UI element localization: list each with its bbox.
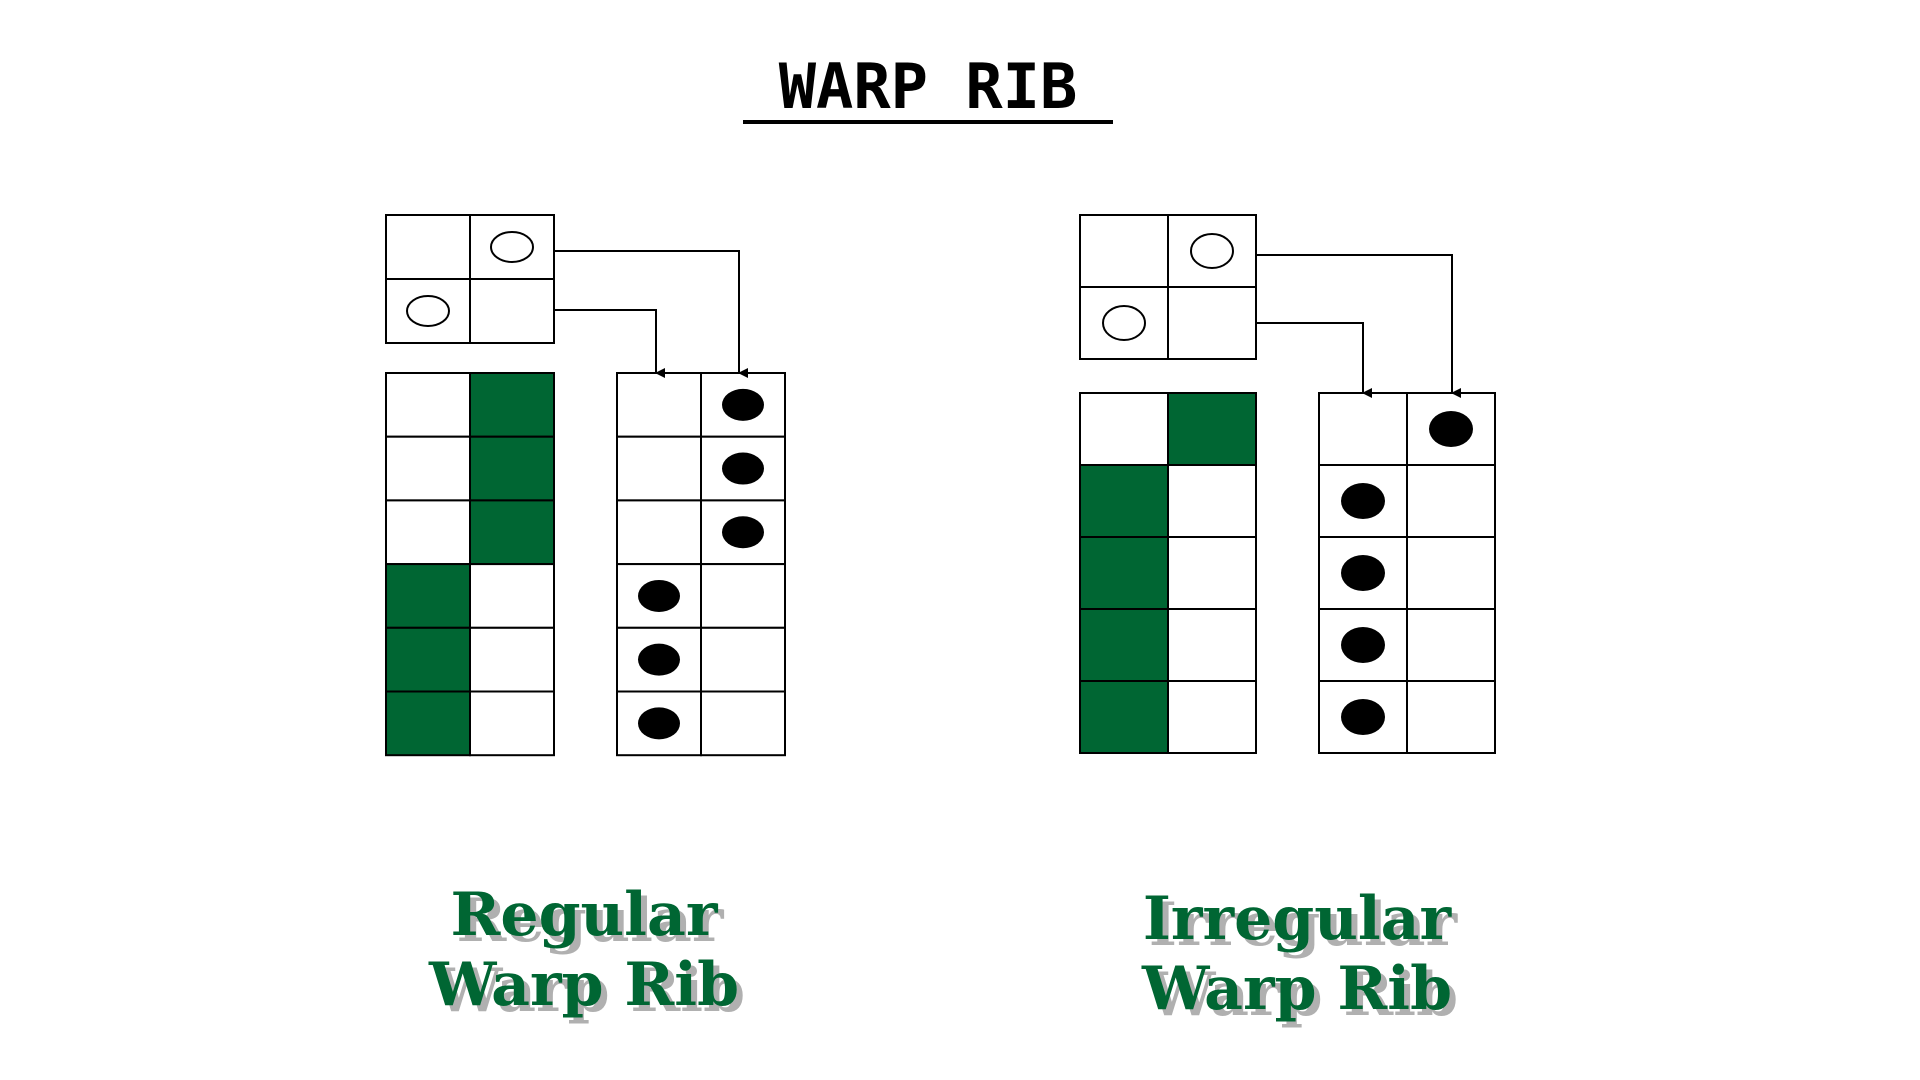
irregular-weave-cell	[1079, 608, 1169, 682]
regular-caption: Regular Regular Warp Rib Warp Rib	[428, 880, 745, 1026]
irregular-weave-cell	[1167, 392, 1257, 466]
irregular-repeat-open-circle	[1102, 305, 1146, 341]
regular-caption-line1-shadow: Regular	[457, 886, 725, 956]
regular-draft-filled-dot	[638, 643, 680, 676]
regular-weave-cell	[385, 372, 471, 438]
irregular-caption: Irregular Irregular Warp Rib Warp Rib	[1141, 884, 1459, 1030]
regular-draft-filled-dot	[722, 516, 764, 549]
regular-draft-cell	[616, 372, 702, 438]
regular-weave-cell	[385, 690, 471, 757]
regular-arrow-upper	[554, 250, 748, 378]
irregular-repeat-grid	[1079, 214, 1257, 360]
regular-repeat-cell	[469, 278, 555, 344]
regular-repeat-grid	[385, 214, 555, 344]
regular-draft-filled-dot	[638, 579, 680, 612]
irregular-repeat-cell	[1167, 286, 1257, 360]
irregular-draft-filled-dot	[1341, 699, 1385, 735]
irregular-repeat-cell	[1079, 214, 1169, 288]
regular-caption-line2-shadow: Warp Rib	[434, 956, 745, 1026]
regular-repeat-open-circle	[406, 295, 450, 327]
regular-weave-cell	[385, 626, 471, 693]
regular-weave-cell	[385, 563, 471, 629]
regular-draft-filled-dot	[638, 707, 680, 740]
irregular-weave-grid	[1079, 392, 1257, 754]
regular-caption-line1: Regular	[451, 880, 719, 950]
irregular-draft-cell	[1406, 680, 1496, 754]
irregular-draft-cell	[1406, 608, 1496, 682]
regular-draft-cell	[700, 690, 786, 757]
irregular-caption-line1-shadow: Irregular	[1149, 890, 1459, 960]
irregular-weave-cell	[1079, 536, 1169, 610]
regular-draft-filled-dot	[722, 452, 764, 485]
irregular-draft-filled-dot	[1429, 411, 1473, 447]
irregular-draft-filled-dot	[1341, 627, 1385, 663]
regular-repeat-open-circle	[490, 231, 534, 263]
irregular-weave-cell	[1167, 464, 1257, 538]
regular-draft-filled-dot	[722, 388, 764, 421]
irregular-weave-cell	[1079, 464, 1169, 538]
irregular-arrow-lower	[1256, 322, 1372, 398]
regular-draft-cell	[616, 499, 702, 566]
irregular-draft-cell	[1406, 536, 1496, 610]
regular-warp-rib-group: Regular Regular Warp Rib Warp Rib	[385, 214, 786, 1026]
regular-weave-cell	[469, 499, 555, 566]
irregular-weave-cell	[1167, 608, 1257, 682]
regular-weave-cell	[469, 435, 555, 502]
regular-draft-cell	[616, 435, 702, 502]
irregular-caption-line2-shadow: Warp Rib	[1147, 960, 1458, 1030]
irregular-repeat-open-circle	[1190, 233, 1234, 269]
regular-caption-line2: Warp Rib	[428, 950, 739, 1020]
irregular-weave-cell	[1079, 392, 1169, 466]
regular-draft-cell	[700, 626, 786, 693]
irregular-draft-cell	[1318, 392, 1408, 466]
regular-arrow-lower	[554, 309, 665, 378]
regular-weave-cell	[469, 563, 555, 629]
regular-weave-cell	[469, 690, 555, 757]
irregular-weave-cell	[1167, 536, 1257, 610]
irregular-warp-rib-group: Irregular Irregular Warp Rib Warp Rib	[1079, 214, 1496, 1030]
regular-weave-cell	[385, 499, 471, 566]
regular-draft-cell	[700, 563, 786, 629]
regular-weave-grid	[385, 372, 555, 757]
regular-draft-grid	[616, 372, 786, 757]
irregular-draft-cell	[1406, 464, 1496, 538]
irregular-draft-filled-dot	[1341, 555, 1385, 591]
irregular-weave-cell	[1167, 680, 1257, 754]
irregular-weave-cell	[1079, 680, 1169, 754]
page-title: WARP RIB	[779, 50, 1078, 123]
irregular-draft-filled-dot	[1341, 483, 1385, 519]
regular-repeat-cell	[385, 214, 471, 280]
regular-weave-cell	[469, 626, 555, 693]
regular-weave-cell	[385, 435, 471, 502]
irregular-draft-grid	[1318, 392, 1496, 754]
regular-weave-cell	[469, 372, 555, 438]
irregular-caption-line2: Warp Rib	[1141, 954, 1452, 1024]
irregular-caption-line1: Irregular	[1143, 884, 1453, 954]
irregular-arrow-upper	[1256, 254, 1461, 398]
